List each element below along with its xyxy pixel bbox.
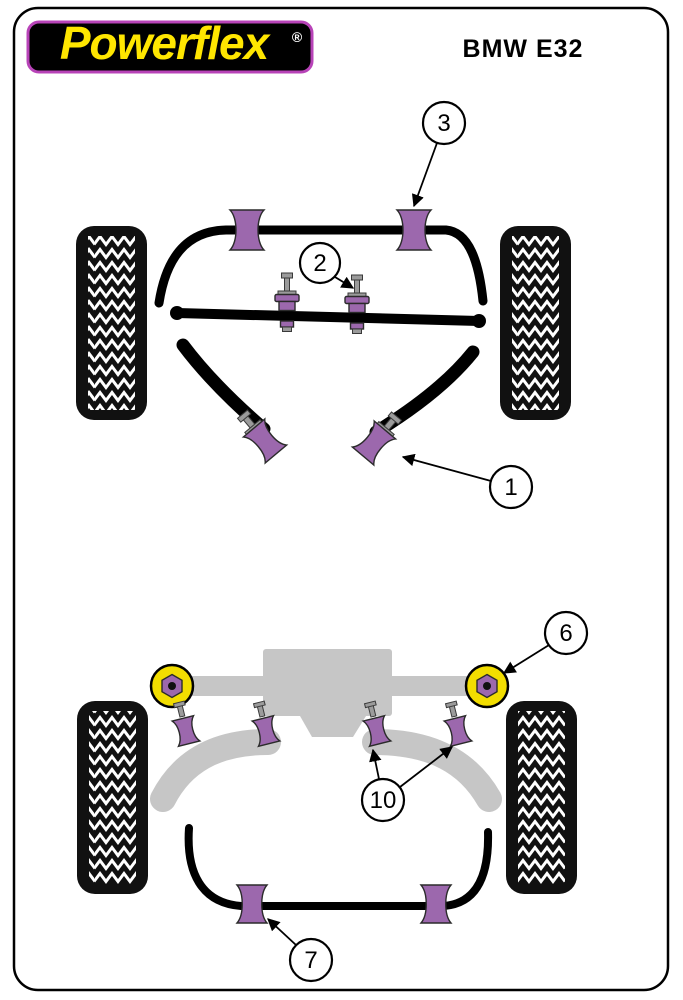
front-tie-bar-bush-left	[274, 272, 300, 332]
rear-arb-bush-left	[235, 884, 269, 924]
rear-differential-block	[263, 649, 392, 716]
front-arb-bush-left	[228, 209, 266, 251]
model-label: BMW E32	[463, 35, 584, 63]
callout-7: 7	[288, 937, 334, 983]
rear-trailing-arm-bush-4	[442, 700, 474, 748]
powerflex-logo: Powerflex ®	[26, 17, 314, 74]
callout-1: 1	[488, 464, 534, 510]
front-left-tire	[76, 226, 147, 420]
callout-1-leader	[401, 453, 492, 482]
rear-trailing-arm-bush-2	[250, 700, 282, 748]
header: Powerflex ® BMW E32	[26, 17, 584, 74]
rear-trailing-arm-left	[150, 729, 281, 812]
rear-left-tire	[77, 701, 148, 894]
callout-10-leader-a	[369, 748, 382, 780]
callout-6: 6	[543, 610, 589, 656]
callout-1-number: 1	[504, 474, 517, 501]
front-lower-arm-bush-right	[350, 411, 403, 467]
registered-trademark-icon: ®	[292, 29, 303, 45]
tire-tread-pattern	[512, 236, 559, 410]
rear-subframe-mount-left	[149, 663, 195, 709]
callout-3: 3	[421, 100, 467, 146]
front-tie-bar-bush-right	[344, 274, 370, 334]
callout-3-number: 3	[437, 110, 450, 137]
callout-7-number: 7	[304, 947, 317, 974]
callout-2-number: 2	[313, 250, 326, 277]
front-control-arm-left	[176, 338, 271, 436]
callout-7-leader	[267, 918, 297, 946]
callout-10: 10	[360, 777, 406, 823]
rear-trailing-arm-bush-3	[361, 700, 393, 748]
callout-2: 2	[298, 241, 342, 285]
front-lower-arm-bush-left	[236, 409, 289, 465]
tire-tread-pattern	[89, 711, 136, 884]
front-right-tire	[500, 226, 571, 420]
callout-10-leader-b	[399, 746, 453, 788]
callout-10-number: 10	[370, 787, 397, 814]
callout-6-leader	[502, 644, 550, 674]
callout-2-leader	[334, 276, 355, 289]
rear-trailing-arm-bush-1	[170, 700, 202, 748]
front-suspension-diagram: 3 2 1	[76, 100, 571, 510]
page-border	[12, 6, 670, 992]
tire-tread-pattern	[518, 711, 565, 884]
tire-tread-pattern	[88, 236, 135, 410]
front-tie-bar	[170, 306, 486, 328]
rear-suspension-diagram: 6 10 7	[77, 610, 589, 983]
rear-right-tire	[506, 701, 577, 894]
front-anti-roll-bar	[154, 225, 488, 308]
front-arb-bush-right	[395, 209, 433, 251]
callout-6-number: 6	[559, 620, 572, 647]
rear-anti-roll-bar	[184, 824, 493, 910]
rear-subframe-lower-mount	[300, 716, 366, 737]
rear-subframe-mount-right	[464, 663, 510, 709]
rear-arb-bush-right	[419, 884, 453, 924]
logo-text: Powerflex	[60, 17, 272, 69]
callout-3-leader	[411, 142, 438, 208]
logo-background	[26, 20, 314, 74]
